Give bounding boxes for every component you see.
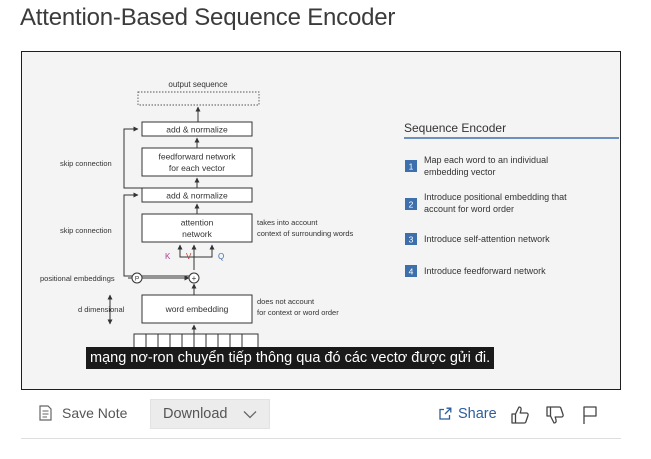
plus-symbol: + [192,274,197,283]
step-1-line1: Map each word to an individual [424,155,548,165]
sequence-encoder-title: Sequence Encoder [404,121,506,135]
share-icon [439,407,452,420]
context-note-line1: takes into account [257,218,318,227]
thumbs-up-icon[interactable] [509,404,531,426]
step-4-number: 4 [409,267,414,277]
step-2-number: 2 [409,200,414,210]
q-arrow [193,244,215,270]
v-label: V [186,252,192,261]
add-normalize-top-label: add & normalize [166,125,228,135]
step-3: 3 Introduce self-attention network [405,233,550,245]
flag-icon[interactable] [579,404,601,426]
p-symbol: P [135,276,139,283]
step-2-line2: account for word order [424,204,514,214]
step-4-line1: Introduce feedforward network [424,266,546,276]
page-title: Attention-Based Sequence Encoder [20,4,396,31]
skip-connection-bottom-label: skip connection [60,226,112,235]
step-3-line1: Introduce self-attention network [424,234,550,244]
download-button[interactable]: Download [150,399,270,429]
no-context-note-line2: for context or word order [257,308,339,317]
thumbs-down-icon[interactable] [544,404,566,426]
attention-network-box [141,213,253,243]
step-1-badge [405,160,417,172]
add-normalize-mid-box [141,187,253,203]
add-node [188,272,200,284]
skip-connection-bottom-arrow [123,192,194,277]
share-label: Share [458,406,497,422]
word-embedding-box [141,294,253,324]
step-1: 1 Map each word to an individual embeddi… [405,155,548,177]
context-note-line2: context of surrounding words [257,229,354,238]
save-note-button[interactable]: Save Note [39,403,127,423]
step-3-number: 3 [409,235,414,245]
step-4-badge [405,265,417,277]
q-label: Q [218,252,224,261]
step-4: 4 Introduce feedforward network [405,265,546,277]
step-2: 2 Introduce positional embedding that ac… [405,192,567,214]
positional-embeddings-label: positional embeddings [40,274,115,283]
lecture-slide: output sequence add & normalize feedforw… [40,80,619,351]
chevron-down-icon [243,410,257,418]
skip-connection-top-label: skip connection [60,159,112,168]
toolbar-divider [21,438,621,439]
share-button[interactable]: Share [438,406,497,422]
step-2-line1: Introduce positional embedding that [424,192,567,202]
word-embedding-label: word embedding [165,304,229,314]
step-3-badge [405,233,417,245]
save-note-label: Save Note [62,405,128,421]
add-normalize-mid-label: add & normalize [166,191,228,201]
video-subtitle: mạng nơ-ron chuyển tiếp thông qua đó các… [86,347,495,369]
feedforward-network-box [141,147,253,177]
step-1-line2: embedding vector [424,167,496,177]
step-1-number: 1 [409,162,414,172]
add-normalize-top-box [141,121,253,137]
download-label: Download [163,406,228,422]
skip-connection-top-arrow [123,126,142,189]
note-icon [39,405,52,421]
output-sequence-box [137,91,260,106]
output-sequence-label: output sequence [168,80,228,89]
video-player[interactable]: output sequence add & normalize feedforw… [21,51,621,390]
no-context-note-line1: does not account [257,297,315,306]
k-label: K [165,252,171,261]
attention-label-line1: attention [181,218,214,228]
d-dimensional-label: d dimensional [78,305,125,314]
ffn-label-line1: feedforward network [158,152,236,162]
step-2-badge [405,198,417,210]
attention-label-line2: network [182,229,213,239]
video-toolbar: Save Note Download Share [21,393,621,437]
ffn-label-line2: for each vector [169,163,225,173]
